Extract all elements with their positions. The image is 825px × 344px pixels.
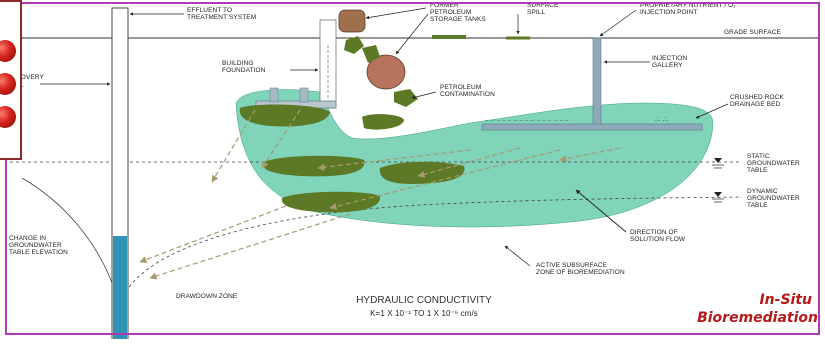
contamination-blob xyxy=(239,104,330,127)
injection-pipe xyxy=(592,37,602,129)
contamination-blob xyxy=(362,45,380,63)
building-wall xyxy=(319,19,337,109)
dynamic-table-line xyxy=(125,196,743,293)
injection-point-label: PROPRIETARY NUTRIENT / O₂ INJECTION POIN… xyxy=(640,2,738,16)
hydraulic-conductivity-range: K=1 X 10⁻¹ TO 1 X 10⁻⁶ cm/s xyxy=(370,309,478,318)
surface-spill-patch xyxy=(432,35,466,39)
red-sphere-icon xyxy=(0,106,16,128)
flow-arrow xyxy=(417,147,521,178)
drawdown-curve xyxy=(21,177,119,301)
contamination-blob xyxy=(344,36,364,54)
change-in-table-label: CHANGE IN GROUNDWATER TABLE ELEVATION xyxy=(9,235,68,256)
crushed-rock-label: CRUSHED ROCK DRAINAGE BED xyxy=(730,94,786,108)
surface-spill-label: SURFACE SPILL xyxy=(527,2,560,16)
flow-arrow xyxy=(211,109,256,183)
dynamic-table-label: DYNAMIC GROUNDWATER TABLE xyxy=(747,188,802,209)
former-tank-small xyxy=(338,9,366,33)
drainage-dots-2: .:. .:. xyxy=(655,116,668,123)
flow-arrow xyxy=(139,205,287,264)
flow-arrow xyxy=(261,109,301,169)
contamination-blob xyxy=(394,89,418,107)
effluent-label: EFFLUENT TO TREATMENT SYSTEM xyxy=(187,7,256,21)
contamination-blob xyxy=(362,114,404,130)
grade-surface-label: GRADE SURFACE xyxy=(724,29,781,36)
building-foundation-label: BUILDING FOUNDATION xyxy=(222,60,266,74)
dynamic-table-symbol xyxy=(714,192,722,197)
leader-crushed-rock xyxy=(695,103,729,119)
footing-2 xyxy=(299,87,309,103)
leader-contamination xyxy=(411,91,437,99)
active-zone-label: ACTIVE SUBSURFACE ZONE OF BIOREMEDIATION xyxy=(536,262,625,276)
hydraulic-conductivity-title: HYDRAULIC CONDUCTIVITY xyxy=(356,295,492,306)
footing-1 xyxy=(269,87,279,103)
static-table-label: STATIC GROUNDWATER TABLE xyxy=(747,153,802,174)
static-table-symbol xyxy=(714,158,722,163)
drainage-dots: .. .. .. .. .. .. .. .. .. .. .. .. .. .… xyxy=(485,116,569,123)
flow-arrow xyxy=(317,149,471,171)
well-water xyxy=(113,236,127,340)
petroleum-contamination-label: PETROLEUM CONTAMINATION xyxy=(440,84,495,98)
brand-title-line1: In-Situ xyxy=(759,292,812,308)
leader-active-zone xyxy=(504,245,531,267)
flow-arrow xyxy=(559,147,621,163)
logo-panel xyxy=(0,0,22,160)
drawdown-zone-label: DRAWDOWN ZONE xyxy=(176,293,238,300)
leader-injection-point xyxy=(599,9,637,37)
injection-gallery-label: INJECTION GALLERY xyxy=(652,55,689,69)
red-sphere-icon xyxy=(0,40,16,62)
flow-arrow xyxy=(149,213,351,280)
injection-gallery xyxy=(481,123,703,131)
direction-flow-label: DIRECTION OF SOLUTION FLOW xyxy=(630,229,686,243)
contamination-blob xyxy=(281,191,381,213)
former-tank-large xyxy=(366,54,406,90)
red-sphere-icon xyxy=(0,73,16,95)
leader-tank-large xyxy=(395,13,429,55)
leader-direction xyxy=(575,189,627,233)
contamination-blob xyxy=(263,155,365,177)
former-tanks-label: FORMER PETROLEUM STORAGE TANKS xyxy=(430,2,486,23)
leader-tank-small xyxy=(365,7,427,20)
brand-title-line2: Bioremediation xyxy=(697,310,818,326)
